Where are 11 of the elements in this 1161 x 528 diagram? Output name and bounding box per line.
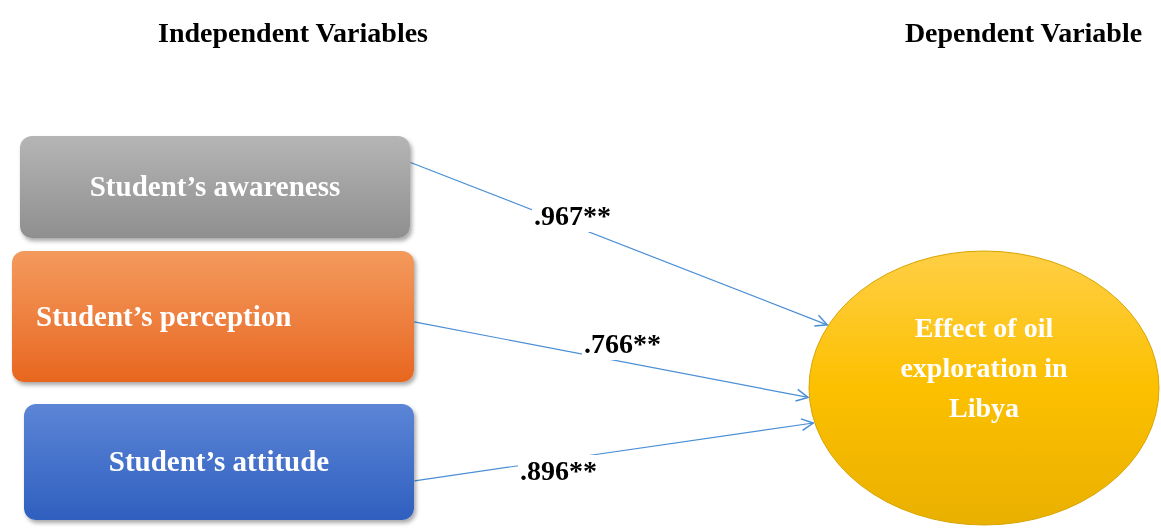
node-text: Effect of oil exploration in Libya: [899, 311, 1069, 425]
heading-label: Independent Variables: [157, 16, 429, 50]
node-text: Student’s awareness: [89, 169, 341, 205]
node-text: Student’s perception: [36, 298, 292, 334]
heading-label: Dependent Variable: [903, 16, 1144, 50]
variable-box: [24, 404, 414, 520]
variable-box: [20, 136, 410, 238]
arrow: [413, 321, 809, 402]
node-text: Student’s attitude: [108, 444, 330, 480]
variable-box: [12, 251, 414, 382]
outcome-ellipse: [808, 250, 1160, 526]
